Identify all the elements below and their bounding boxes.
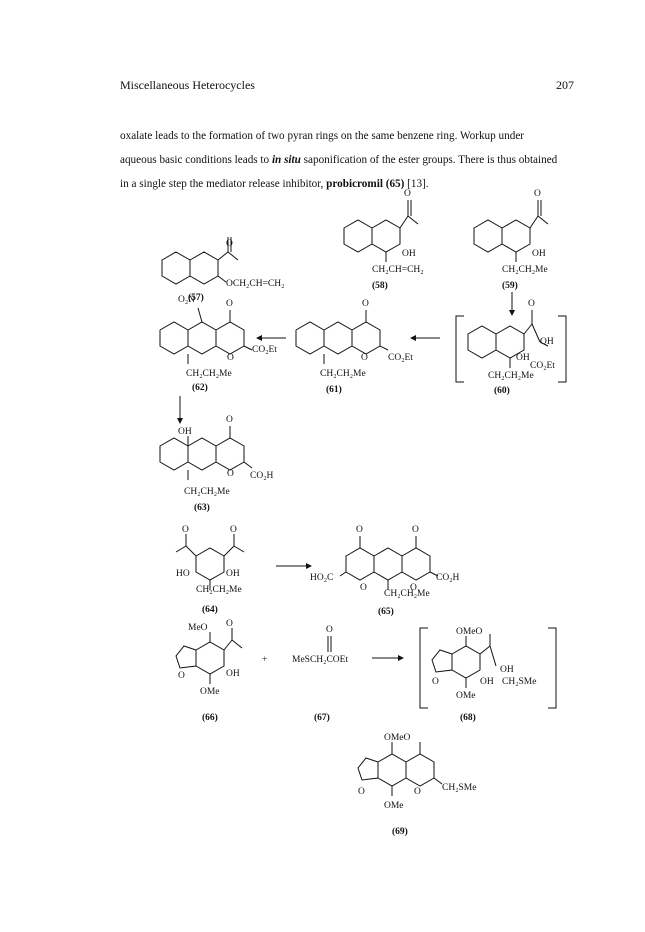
c65-label: (65) — [378, 606, 394, 617]
c58-substituent: CH₂CH=CH₂ — [372, 265, 424, 275]
c64-label: (64) — [202, 604, 218, 615]
c62-carbonyl-o: O — [226, 299, 233, 309]
page-number: 207 — [556, 78, 574, 92]
c69-ome: OMe — [384, 801, 404, 811]
c67-formula: MeSCH₂COEt — [292, 655, 348, 665]
line3-part-a: in a single step the mediator release in… — [120, 178, 327, 190]
plus-sign: + — [262, 655, 267, 665]
c68-ome: OMe — [456, 691, 476, 701]
c69-label: (69) — [392, 826, 408, 837]
c64-carbonyl-o-right: O — [230, 525, 237, 535]
c69-ome-top: OMeO — [384, 733, 411, 743]
c67-label: (67) — [314, 712, 330, 723]
c63-label: (63) — [194, 502, 210, 513]
c57-carbonyl-o: O — [226, 239, 233, 249]
body-paragraph: oxalate leads to the formation of two py… — [120, 124, 600, 196]
compound-68: OMeO OH OH CH₂SMe O OMe (68) — [419, 627, 557, 723]
c62-nitro: O₂N — [178, 295, 195, 305]
c63-substituent: CH₂CH₂Me — [184, 487, 230, 497]
c57-label: (57) — [188, 292, 204, 303]
paragraph-line-3: in a single step the mediator release in… — [120, 172, 600, 196]
c60-oh-1: OH — [540, 337, 554, 347]
line2-part-a: aqueous basic conditions leads to — [120, 154, 272, 166]
compound-61: O O CO₂Et CH₂CH₂Me (61) — [295, 299, 413, 395]
c65-ring-o-left: O — [360, 583, 367, 593]
c68-ome-top: OMeO — [456, 627, 483, 637]
in-situ-emphasis: in situ — [271, 154, 301, 166]
compound-63: O OH O CO₂H CH₂CH₂Me (63) — [159, 415, 274, 513]
c61-carbonyl-o: O — [362, 299, 369, 309]
line2-part-b: saponification of the ester groups. Ther… — [300, 154, 558, 166]
c61-ring-o: O — [361, 353, 368, 363]
probicromil-emphasis: probicromil (65) — [326, 178, 405, 190]
c66-ome: OMe — [200, 687, 220, 697]
c65-acid-right: CO₂H — [436, 573, 460, 583]
c58-carbonyl-o: O — [404, 189, 411, 199]
c60-carbonyl-o: O — [528, 299, 535, 309]
c64-substituent: CH₂CH₂Me — [196, 585, 242, 595]
c69-ring-o: O — [414, 787, 421, 797]
c69-substituent: CH₂SMe — [442, 783, 476, 793]
c62-substituent: CH₂CH₂Me — [186, 369, 232, 379]
compound-62: O O₂N O CO₂Et CH₂CH₂Me (62) — [159, 295, 277, 424]
c68-oh-2: OH — [480, 677, 494, 687]
c69-furan-o: O — [358, 787, 365, 797]
c57-substituent: OCH₂CH=CH₂ — [226, 279, 284, 289]
c64-carbonyl-o-left: O — [182, 525, 189, 535]
c62-ring-o: O — [227, 353, 234, 363]
c65-acid-left: HO₂C — [310, 573, 333, 583]
running-header-title: Miscellaneous Heterocycles — [120, 78, 255, 92]
c60-substituent: CH₂CH₂Me — [488, 371, 534, 381]
c65-carbonyl-o-right: O — [412, 525, 419, 535]
compound-67: O MeSCH₂COEt (67) — [292, 625, 348, 723]
compound-59: O OH CH₂CH₂Me (59) — [473, 189, 549, 316]
c58-oh: OH — [402, 249, 416, 259]
c68-oh-1: OH — [500, 665, 514, 675]
c61-substituent: CH₂CH₂Me — [320, 369, 366, 379]
c59-substituent: CH₂CH₂Me — [502, 265, 548, 275]
c68-ring-o: O — [432, 677, 439, 687]
c66-oh: OH — [226, 669, 240, 679]
paragraph-line-1: oxalate leads to the formation of two py… — [120, 130, 525, 142]
c65-ring-o-right: O — [410, 583, 417, 593]
compound-64: O O HO OH CH₂CH₂Me (64) — [175, 525, 245, 615]
c65-carbonyl-o-left: O — [356, 525, 363, 535]
c61-label: (61) — [326, 384, 342, 395]
c62-label: (62) — [192, 382, 208, 393]
compound-58: O OH CH₂CH=CH₂ (58) — [343, 189, 424, 291]
c59-carbonyl-o: O — [534, 189, 541, 199]
compound-66: O MeO OH O OMe (66) — [175, 619, 243, 723]
c59-oh: OH — [532, 249, 546, 259]
line3-part-b: [13]. — [404, 178, 429, 190]
compound-57: O OCH₂CH=CH₂ (57) — [161, 237, 284, 303]
c64-ho: HO — [176, 569, 190, 579]
c63-ring-o: O — [227, 469, 234, 479]
compound-65: O O O O HO₂C CO₂H CH₂CH₂Me (65) — [310, 525, 460, 617]
c58-label: (58) — [372, 280, 388, 291]
c64-oh: OH — [226, 569, 240, 579]
c67-carbonyl-o: O — [326, 625, 333, 635]
c61-ester: CO₂Et — [388, 353, 413, 363]
c66-carbonyl-o: O — [226, 619, 233, 629]
c59-label: (59) — [502, 280, 518, 291]
paragraph-line-2: aqueous basic conditions leads to in sit… — [120, 148, 600, 172]
c68-substituent: CH₂SMe — [502, 677, 536, 687]
compound-60: O OH OH CO₂Et CH₂CH₂Me (60) — [455, 299, 567, 396]
c60-label: (60) — [494, 385, 510, 396]
c68-label: (68) — [460, 712, 476, 723]
c66-meo: MeO — [188, 623, 208, 633]
c65-substituent: CH₂CH₂Me — [384, 589, 430, 599]
c66-label: (66) — [202, 712, 218, 723]
c60-ester: CO₂Et — [530, 361, 555, 371]
compound-69: OMeO O O CH₂SMe OMe (69) — [357, 733, 476, 837]
c60-oh-2: OH — [516, 353, 530, 363]
c63-carbonyl-o: O — [226, 415, 233, 425]
c63-acid: CO₂H — [250, 471, 274, 481]
c63-oh: OH — [178, 427, 192, 437]
c62-ester: CO₂Et — [252, 345, 277, 355]
c66-ring-o: O — [178, 671, 185, 681]
